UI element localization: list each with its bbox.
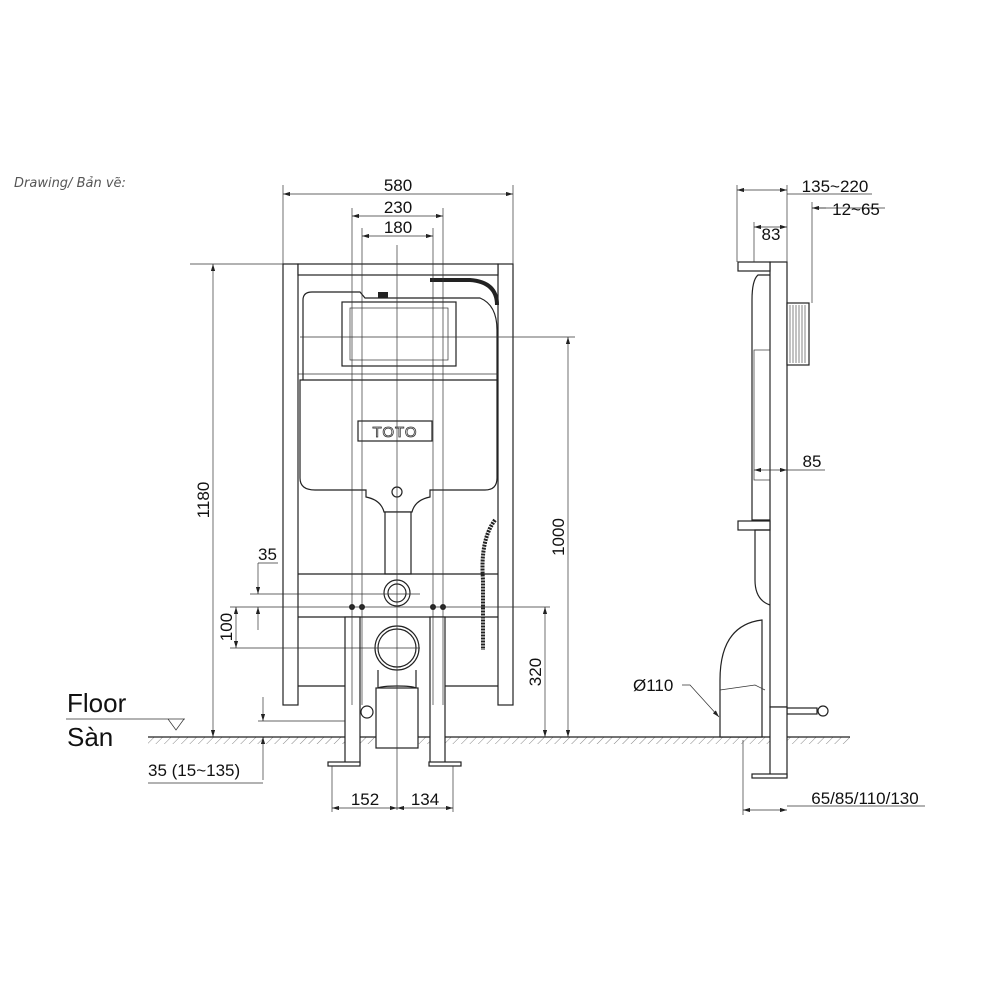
frame-left-upright — [282, 263, 299, 706]
dim-12-65: 12~65 — [832, 200, 880, 219]
cistern-top — [302, 291, 498, 380]
dim-pipe-diameter: Ø110 — [633, 676, 673, 695]
floor-label-vi: Sàn — [67, 722, 113, 752]
front-view: TOTO — [66, 176, 575, 812]
side-view: 135~220 12~65 83 85 Ø110 65/85/110/130 — [633, 177, 925, 815]
dim-1180: 1180 — [194, 482, 213, 519]
water-hose — [430, 278, 499, 306]
dim-180: 180 — [384, 218, 412, 237]
dim-152: 152 — [351, 790, 379, 809]
dim-100: 100 — [217, 613, 236, 641]
frame-left-leg — [344, 616, 361, 765]
dim-134: 134 — [411, 790, 439, 809]
dim-leg-depth: 65/85/110/130 — [811, 789, 918, 808]
dim-230: 230 — [384, 198, 412, 217]
dim-85: 85 — [803, 452, 822, 471]
frame-top-bar — [297, 263, 499, 276]
flush-button-side — [786, 302, 810, 366]
brand-label: TOTO — [372, 424, 417, 441]
drawing-caption: Drawing/ Bản vẽ: — [14, 176, 126, 191]
drain-bend — [719, 619, 763, 738]
flush-plate-opening — [341, 301, 457, 367]
dim-580: 580 — [384, 176, 412, 195]
floor-line — [148, 736, 850, 744]
side-frame-upright — [769, 261, 788, 708]
frame-right-upright — [497, 263, 514, 706]
dim-83: 83 — [762, 225, 781, 244]
dim-35: 35 — [258, 545, 277, 564]
cistern-body — [299, 379, 498, 513]
dim-135-220: 135~220 — [802, 177, 869, 196]
dim-floor-offset: 35 (15~135) — [148, 761, 240, 780]
floor-label: Floor — [67, 688, 127, 718]
dim-1000: 1000 — [549, 518, 568, 556]
dim-320: 320 — [526, 658, 545, 686]
